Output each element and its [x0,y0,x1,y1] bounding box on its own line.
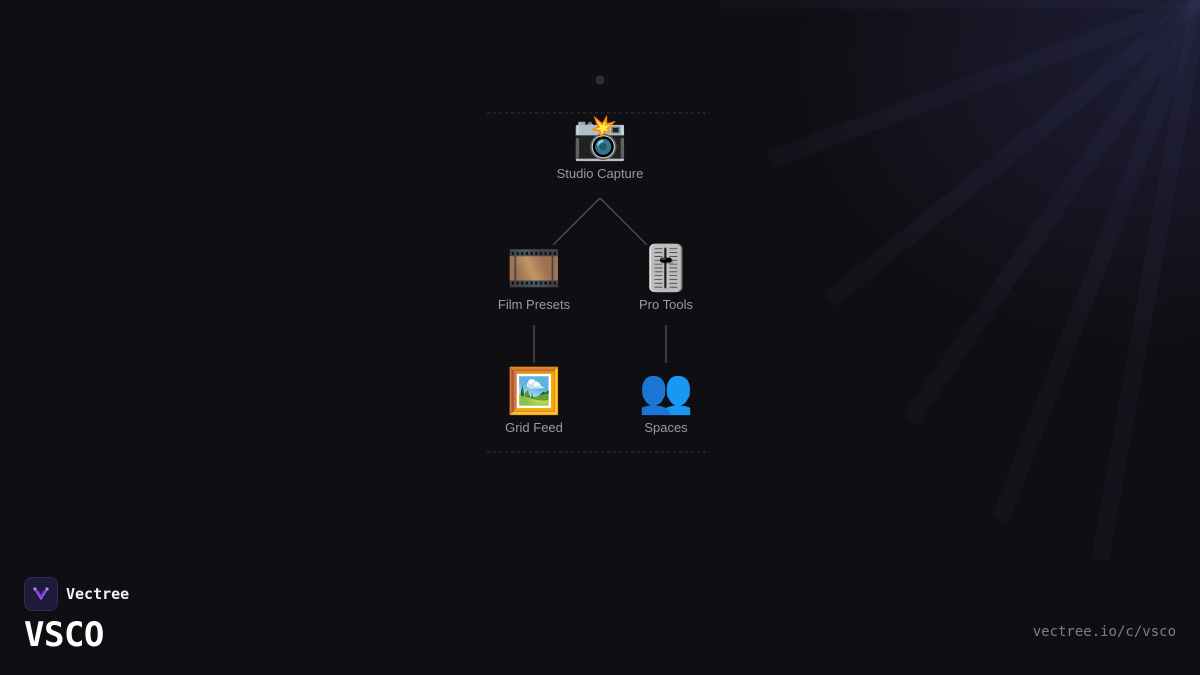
camera-flash-icon: 📸 [572,112,628,163]
vectree-mark-icon [33,587,49,600]
level-slider-icon: 🎚️ [638,243,694,294]
page-title: VSCO [24,615,104,655]
node-label: Studio Capture [556,166,644,181]
people-icon: 👥 [638,366,694,417]
node-pro-tools[interactable]: 🎚️ Pro Tools [596,243,736,312]
node-grid-feed[interactable]: 🖼️ Grid Feed [464,366,604,435]
node-studio-capture[interactable]: 📸 Studio Capture [530,112,670,181]
node-label: Spaces [644,420,688,435]
top-handle-dot [595,75,605,85]
node-label: Pro Tools [639,297,693,312]
connector-root-right [599,197,648,246]
brand-name: Vectree [66,585,130,603]
node-spaces[interactable]: 👥 Spaces [596,366,736,435]
node-label: Film Presets [497,297,571,312]
node-label: Grid Feed [505,420,563,435]
brand-block: Vectree VSCO [24,577,129,655]
film-frames-icon: 🎞️ [506,243,562,294]
brand-row: Vectree [24,577,129,611]
framed-picture-icon: 🖼️ [506,366,562,417]
vectree-logo-icon[interactable] [24,577,58,611]
node-film-presets[interactable]: 🎞️ Film Presets [464,243,604,312]
page-url[interactable]: vectree.io/c/vsco [1032,624,1176,640]
connector-root-left [552,197,601,246]
